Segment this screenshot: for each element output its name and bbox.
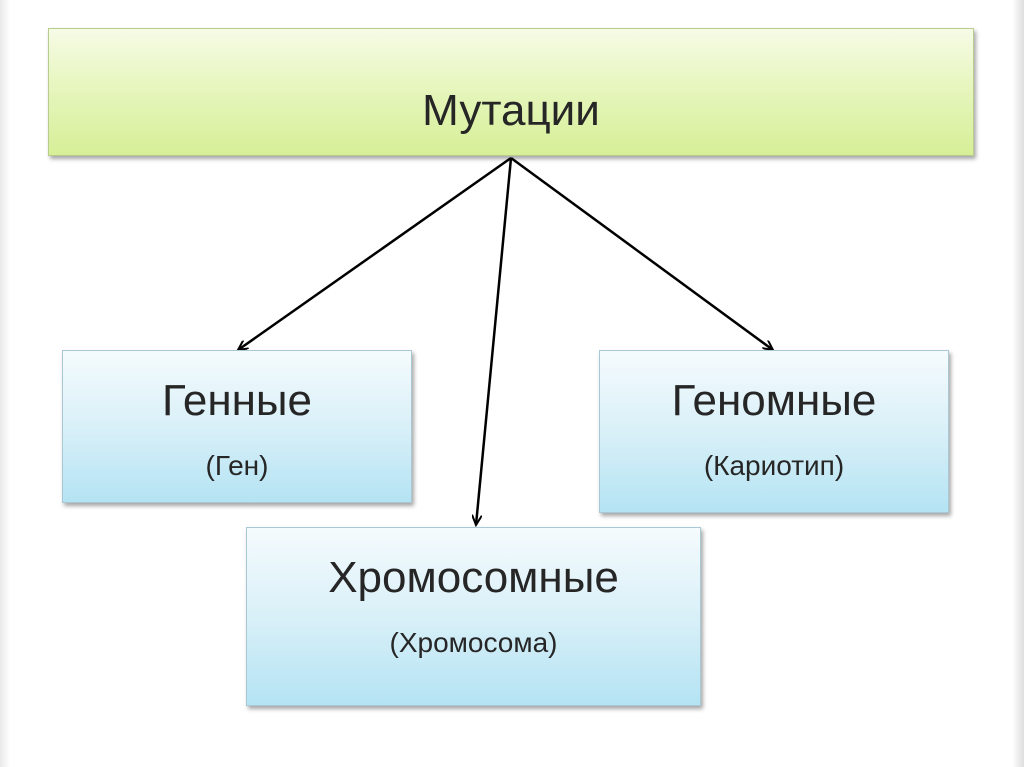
node-gene-mutations: Генные (Ген) — [62, 350, 412, 503]
node-chromosomal-title: Хромосомные — [328, 553, 619, 602]
node-genomic-title: Геномные — [671, 376, 877, 425]
node-chromosomal-mutations: Хромосомные (Хромосома) — [246, 527, 701, 706]
arrow-to-gene — [238, 156, 512, 350]
node-genomic-mutations: Геномные (Кариотип) — [599, 350, 949, 513]
arrow-to-genomic — [510, 156, 773, 350]
node-gene-title: Генные — [161, 376, 313, 425]
root-node-title: Мутации — [422, 86, 600, 135]
page-edge-left — [0, 0, 10, 767]
node-chromosomal-subtitle: (Хромосома) — [389, 627, 558, 658]
arrow-to-chromosomal — [476, 157, 513, 525]
root-node-mutations: Мутации — [48, 28, 974, 156]
page-edge-right — [1012, 0, 1024, 767]
node-genomic-subtitle: (Кариотип) — [703, 450, 845, 481]
node-gene-subtitle: (Ген) — [205, 450, 269, 481]
